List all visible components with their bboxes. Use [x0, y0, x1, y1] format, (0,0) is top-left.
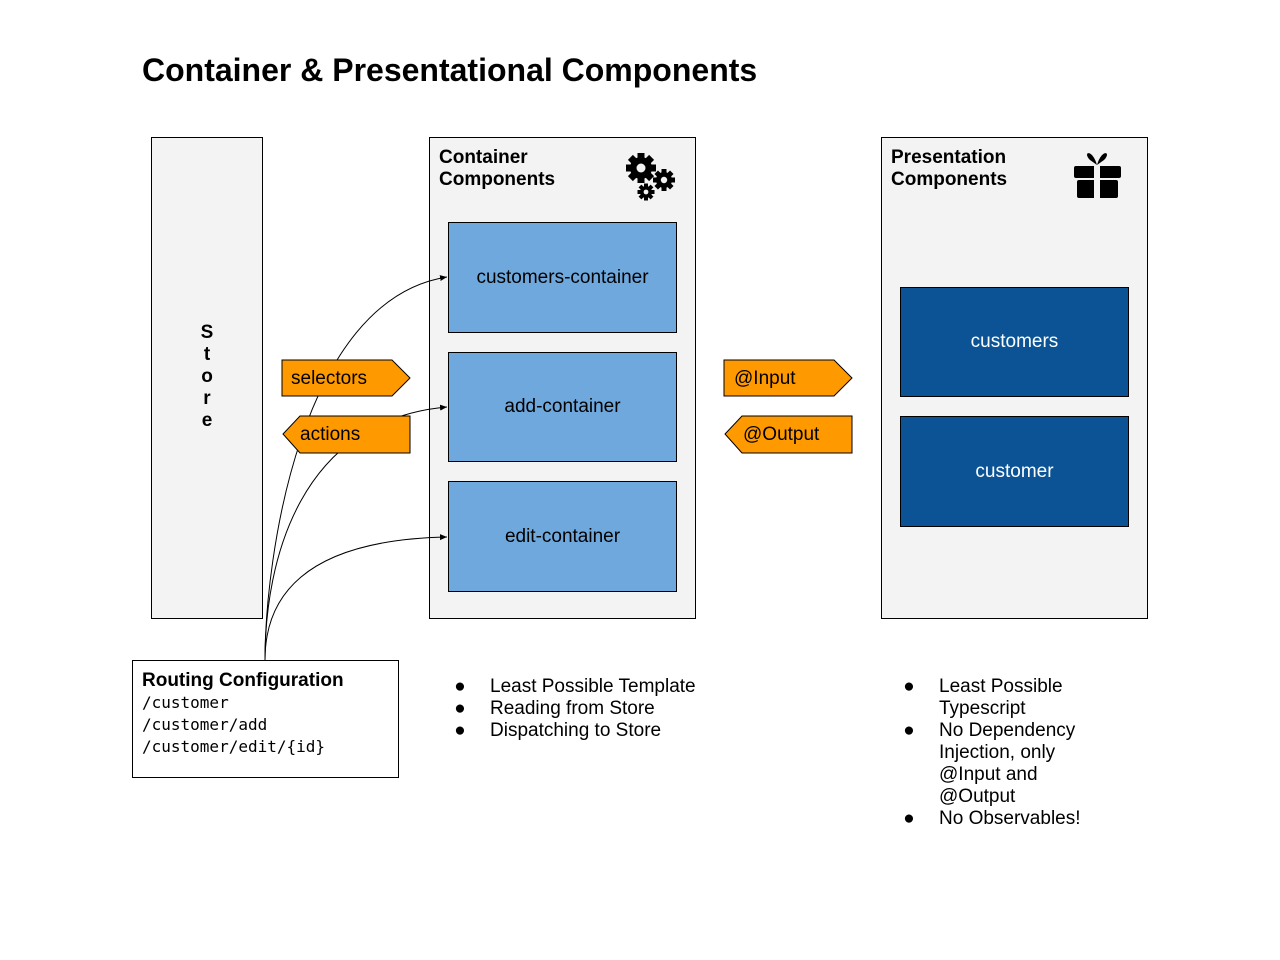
bullet-icon: ● [454, 698, 466, 719]
bullet-icon: ● [903, 676, 915, 697]
presentation-title-line: Components [891, 169, 1008, 190]
routing-title: Routing Configuration [142, 670, 344, 691]
bullet-text: Least Possible Typescript [939, 676, 1063, 719]
list-item: ● No Observables! [903, 808, 1103, 830]
add-container-box: add-container [448, 352, 677, 462]
store-label: S t o r e [151, 322, 263, 432]
bullet-icon: ● [903, 720, 915, 741]
route-item: /customer/edit/{id} [142, 737, 326, 756]
route-item: /customer/add [142, 715, 268, 734]
input-tag-shape [723, 359, 853, 397]
presentation-title-line: Presentation [891, 147, 1007, 168]
store-letter: e [201, 410, 213, 431]
route-arrow-edit [264, 534, 448, 661]
bullet-icon: ● [454, 676, 466, 697]
list-item: ● Reading from Store [454, 698, 704, 720]
route-arrow-customers [264, 275, 448, 661]
gift-icon [1074, 153, 1121, 198]
store-letter: o [201, 366, 213, 387]
list-item: ● Dispatching to Store [454, 720, 704, 742]
route-item: /customer [142, 693, 229, 712]
presentation-bullet-list: ● Least Possible Typescript ● No Dependenc… [903, 676, 1103, 830]
store-letter: S [200, 322, 214, 343]
bullet-text: No Observables! [939, 808, 1081, 829]
customers-box: customers [900, 287, 1129, 397]
bullet-text: No Dependency Injection, only @Input and… [939, 720, 1076, 807]
selectors-tag: selectors [291, 368, 368, 389]
bullet-text: Reading from Store [490, 698, 655, 719]
container-panel-title: Container Components [439, 147, 555, 191]
presentation-panel-title: Presentation Components [891, 147, 1007, 191]
routing-configuration-box: Routing Configuration /customer /custome… [132, 660, 399, 778]
output-tag-shape [724, 415, 853, 454]
store-panel [151, 137, 263, 619]
customers-container-box: customers-container [448, 222, 677, 333]
store-letter: t [203, 344, 211, 365]
bullet-icon: ● [454, 720, 466, 741]
gears-icon [626, 153, 675, 201]
output-tag: @Output [743, 424, 820, 445]
actions-tag-shape [282, 415, 411, 454]
list-item: ● Least Possible Typescript [903, 676, 1103, 720]
container-title-line: Container [439, 147, 528, 168]
edit-container-box: edit-container [448, 481, 677, 592]
container-title-line: Components [439, 169, 556, 190]
list-item: ● No Dependency Injection, only @Input an… [903, 720, 1103, 808]
bullet-text: Dispatching to Store [490, 720, 662, 741]
bullet-text: Least Possible Template [490, 676, 696, 697]
customer-box: customer [900, 416, 1129, 527]
selectors-tag-shape [281, 359, 411, 397]
container-bullet-list: ● Least Possible Template ● Reading from S… [454, 676, 704, 742]
store-letter: r [203, 388, 211, 409]
page-title: Container & Presentational Components [142, 52, 758, 88]
list-item: ● Least Possible Template [454, 676, 704, 698]
actions-tag: actions [300, 424, 361, 445]
bullet-icon: ● [903, 808, 915, 829]
input-tag: @Input [734, 368, 796, 389]
